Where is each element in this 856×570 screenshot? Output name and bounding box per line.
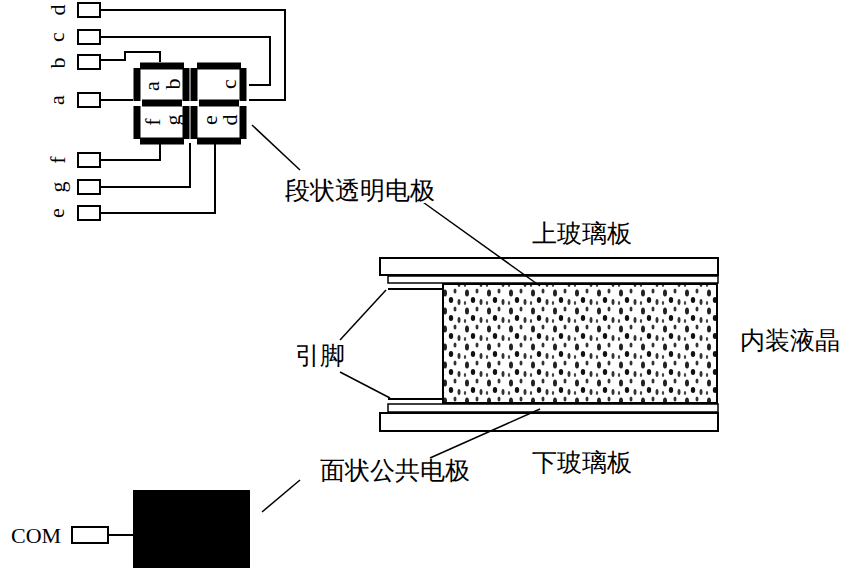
segment-letter: d: [218, 115, 240, 126]
pin-terminals: [78, 3, 100, 220]
part-name: 下玻璃板: [532, 450, 632, 475]
com-wire: [108, 534, 133, 536]
part-name: 引脚: [293, 343, 347, 368]
pin-label: f: [46, 156, 68, 163]
pin-label: c: [46, 32, 68, 42]
pin-label: e: [46, 208, 68, 218]
com-terminal: [72, 527, 108, 543]
pin-label: COM: [11, 525, 61, 547]
pin-label: g: [46, 182, 68, 193]
leader-lines: [252, 125, 540, 512]
part-name: 内装液晶: [740, 328, 840, 353]
part-name: 段状透明电极: [283, 178, 437, 203]
pin-label: b: [46, 58, 68, 69]
lcd-cell: [380, 258, 718, 431]
pin-label: a: [46, 95, 68, 105]
part-name: 上玻璃板: [530, 221, 634, 246]
segment-letter: a: [141, 81, 163, 91]
pin-label: d: [46, 5, 68, 16]
segment-letter: c: [218, 79, 240, 89]
part-name: 面状公共电极: [318, 458, 472, 483]
wires: [100, 10, 285, 213]
common-electrode: [133, 490, 250, 568]
digit-segments: [137, 66, 243, 141]
segment-letter: f: [141, 118, 163, 125]
segment-letter: g: [161, 115, 183, 126]
segment-letter: b: [161, 79, 183, 90]
